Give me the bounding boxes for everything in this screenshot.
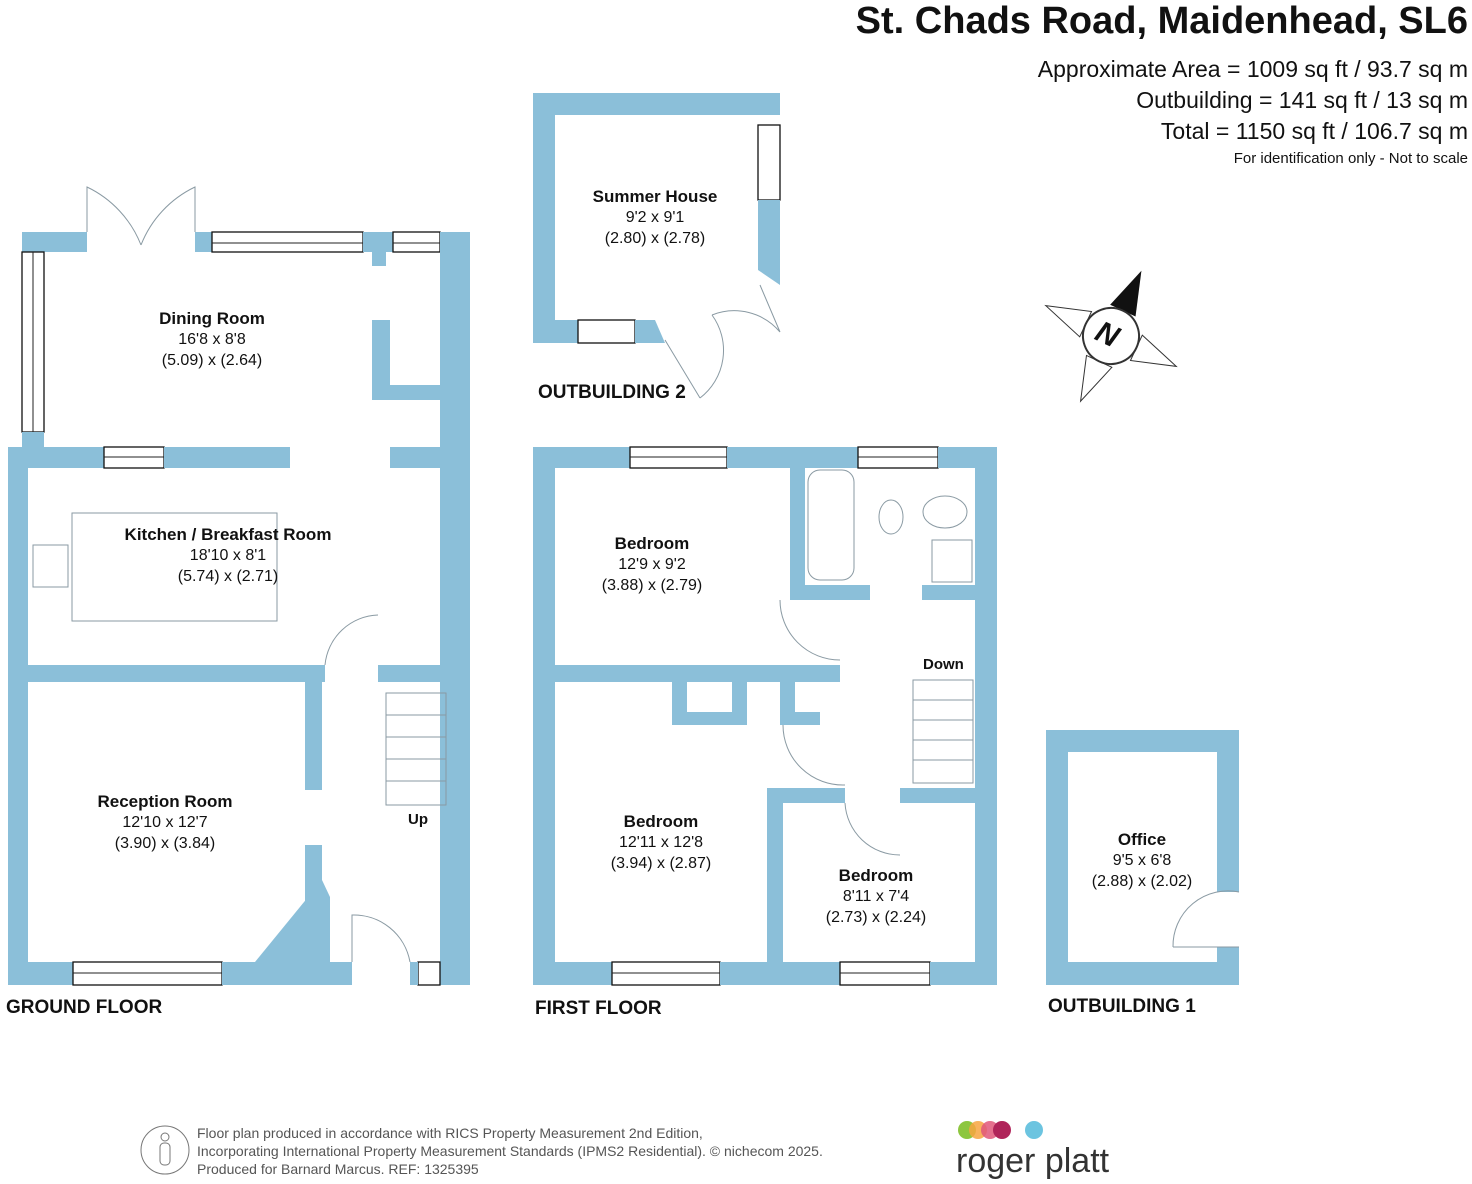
- outbuilding-2-walls: [533, 93, 781, 399]
- room-reception: Reception Room 12'10 x 12'7 (3.90) x (3.84…: [97, 791, 232, 854]
- ground-floor-walls: [8, 186, 470, 986]
- brand-logo-dots: [958, 1121, 1043, 1139]
- room-name: Kitchen / Breakfast Room: [124, 525, 332, 544]
- footer-line: Floor plan produced in accordance with R…: [197, 1125, 703, 1141]
- room-imperial: 9'5 x 6'8: [1112, 852, 1172, 869]
- room-imperial: 8'11 x 7'4: [842, 888, 910, 905]
- first-floor-label: FIRST FLOOR: [535, 998, 662, 1019]
- room-metric: (5.09) x (2.64): [161, 352, 263, 369]
- room-metric: (2.88) x (2.02): [1091, 873, 1193, 890]
- stairs-up-label: Up: [408, 811, 428, 828]
- room-metric: (5.74) x (2.71): [177, 568, 279, 585]
- room-imperial: 18'10 x 8'1: [189, 547, 267, 564]
- first-floor-walls: [533, 446, 997, 986]
- stairs-down-label: Down: [923, 656, 964, 673]
- room-bedroom-3: Bedroom 8'11 x 7'4 (2.73) x (2.24): [826, 865, 926, 928]
- room-imperial: 12'11 x 12'8: [618, 834, 704, 851]
- room-name: Bedroom: [614, 534, 690, 553]
- footer-line: Produced for Barnard Marcus. REF: 132539…: [197, 1161, 479, 1177]
- room-bedroom-2: Bedroom 12'11 x 12'8 (3.94) x (2.87): [611, 811, 711, 874]
- compass-icon: [1044, 270, 1178, 403]
- room-imperial: 16'8 x 8'8: [178, 331, 246, 348]
- disclaimer: For identification only - Not to scale: [1233, 150, 1468, 167]
- ground-floor-label: GROUND FLOOR: [6, 997, 163, 1018]
- page-title: St. Chads Road, Maidenhead, SL6: [855, 0, 1468, 42]
- total-area: Total = 1150 sq ft / 106.7 sq m: [1160, 118, 1468, 144]
- room-office: Office 9'5 x 6'8 (2.88) x (2.02): [1092, 829, 1192, 892]
- room-metric: (2.80) x (2.78): [604, 230, 706, 247]
- room-bedroom-1: Bedroom 12'9 x 9'2 (3.88) x (2.79): [602, 533, 702, 596]
- room-metric: (3.90) x (3.84): [114, 835, 216, 852]
- room-kitchen: Kitchen / Breakfast Room 18'10 x 8'1 (5.74…: [125, 524, 332, 587]
- room-name: Bedroom: [838, 866, 914, 885]
- room-dining: Dining Room 16'8 x 8'8 (5.09) x (2.64): [159, 308, 265, 371]
- room-metric: (2.73) x (2.24): [825, 909, 927, 926]
- room-summer-house: Summer House 9'2 x 9'1 (2.80) x (2.78): [593, 186, 718, 249]
- room-name: Office: [1117, 830, 1167, 849]
- outbuilding-1-label: OUTBUILDING 1: [1048, 996, 1196, 1017]
- room-name: Summer House: [592, 187, 718, 206]
- area-summary: Approximate Area = 1009 sq ft / 93.7 sq …: [1038, 54, 1468, 147]
- room-metric: (3.88) x (2.79): [601, 577, 703, 594]
- room-imperial: 9'2 x 9'1: [625, 209, 685, 226]
- outbuilding-1-walls: [1046, 730, 1240, 985]
- approximate-area: Approximate Area = 1009 sq ft / 93.7 sq …: [1037, 56, 1468, 82]
- outbuilding-area: Outbuilding = 141 sq ft / 13 sq m: [1136, 87, 1468, 113]
- room-imperial: 12'10 x 12'7: [122, 814, 208, 831]
- person-icon: [140, 1125, 190, 1175]
- room-name: Bedroom: [623, 812, 699, 831]
- footer-notes: Floor plan produced in accordance with R…: [197, 1124, 823, 1178]
- room-name: Dining Room: [159, 309, 265, 328]
- room-name: Reception Room: [97, 792, 233, 811]
- room-imperial: 12'9 x 9'2: [618, 556, 686, 573]
- room-metric: (3.94) x (2.87): [610, 855, 712, 872]
- outbuilding-2-label: OUTBUILDING 2: [538, 382, 686, 403]
- footer-line: Incorporating International Property Mea…: [197, 1143, 823, 1159]
- brand-logo-text: roger platt: [956, 1142, 1110, 1180]
